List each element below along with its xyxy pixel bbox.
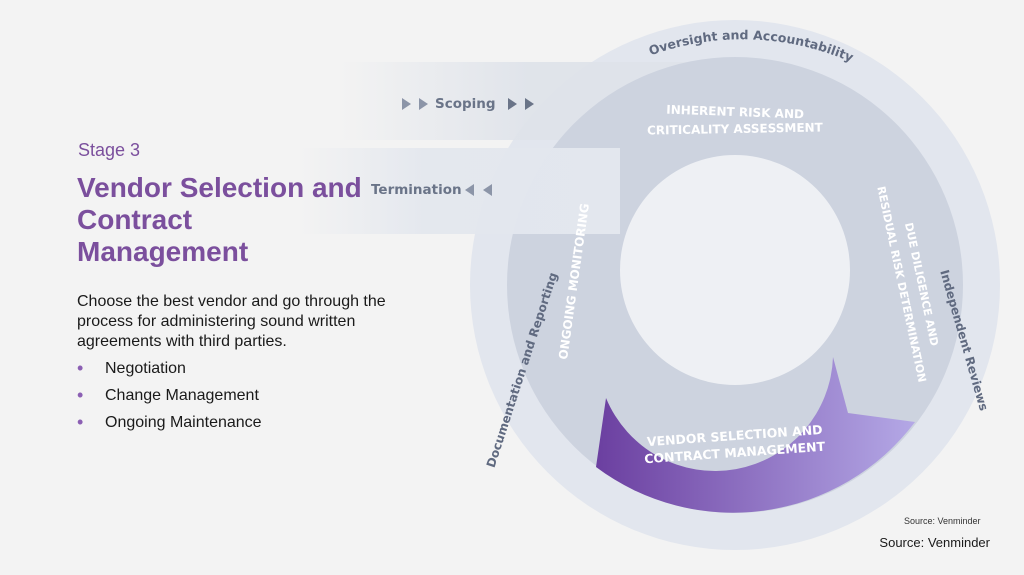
termination-label: Termination [371, 182, 462, 198]
inner-label-top-1: INHERENT RISK AND [666, 103, 804, 122]
bullet-icon: • [77, 412, 84, 432]
scoping-label: Scoping [435, 96, 496, 112]
termination-band [300, 148, 620, 234]
bullet-icon: • [77, 385, 84, 405]
stage-description: Choose the best vendor and go through th… [77, 293, 386, 350]
inner-label-top-2: CRITICALITY ASSESSMENT [647, 120, 824, 137]
play-arrow-icon [419, 98, 428, 110]
stage-label: Stage 3 [78, 140, 141, 160]
active-stage-segment[interactable] [596, 357, 915, 513]
list-item: •Ongoing Maintenance [77, 412, 262, 432]
play-arrow-icon [525, 98, 534, 110]
play-arrow-icon [508, 98, 517, 110]
list-item: •Change Management [77, 385, 259, 405]
page-title: Vendor Selection and Contract Management [77, 172, 362, 267]
bullet-list: •Negotiation •Change Management •Ongoing… [77, 358, 262, 440]
rewind-arrow-icon [465, 184, 474, 196]
bullet-icon: • [77, 358, 84, 378]
source-note: Source: Venminder [879, 535, 990, 550]
source-note-small: Source: Venminder [904, 516, 981, 526]
rewind-arrow-icon [483, 184, 492, 196]
play-arrow-icon [402, 98, 411, 110]
list-item: •Negotiation [77, 358, 186, 378]
center-circle [620, 155, 850, 385]
